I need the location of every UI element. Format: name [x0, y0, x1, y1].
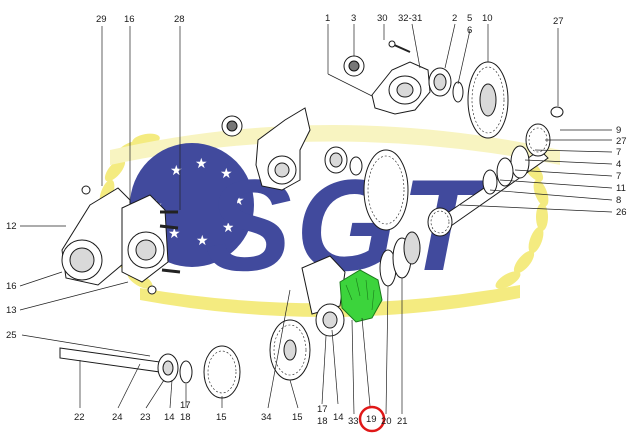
svg-text:★: ★ [220, 166, 233, 182]
callout-19: 19 [366, 414, 377, 425]
leader-lines [19, 23, 613, 415]
callout-20: 20 [381, 416, 392, 427]
part-10-ring-gear [467, 61, 509, 139]
part-bearing-mid [324, 146, 363, 176]
part-1-housing [371, 61, 431, 115]
callout-30: 30 [377, 13, 388, 24]
callout-25: 25 [6, 330, 17, 341]
svg-text:★: ★ [196, 233, 209, 249]
part-seal-small [221, 115, 243, 137]
callout-8: 8 [616, 195, 621, 206]
euro-stars: ★ ★ ★ ★ ★ ★ ★ ★ [150, 156, 245, 249]
part-22-shaft [59, 347, 161, 373]
part-large-bevel-gear [363, 149, 409, 231]
callout-7a: 7 [616, 147, 621, 158]
part-bearing-17-18 [315, 303, 345, 337]
part-3-seal [343, 55, 365, 77]
callout-18-b: 18 [317, 416, 328, 427]
callout-33: 33 [348, 416, 359, 427]
part-bracket-12 [61, 187, 131, 286]
callout-11: 11 [616, 183, 626, 194]
callout-6: 6 [467, 25, 472, 36]
part-19-pinion-gear-highlighted [339, 269, 383, 323]
callout-10: 10 [482, 13, 493, 24]
callout-16-left: 16 [6, 281, 17, 292]
callout-26: 26 [616, 207, 627, 218]
callout-27-top: 27 [553, 16, 564, 27]
callout-15-b: 15 [292, 412, 303, 423]
part-shaft-right [427, 123, 551, 237]
callout-4: 4 [616, 159, 621, 170]
part-30-bolt [388, 40, 411, 53]
part-bracket-upper [255, 107, 311, 191]
callout-17-a: 17 [180, 400, 191, 411]
callout-17-b: 17 [317, 404, 328, 415]
callout-21: 21 [397, 416, 408, 427]
callout-15-a: 15 [216, 412, 227, 423]
callout-34: 34 [261, 412, 272, 423]
callout-27-right: 27 [616, 136, 627, 147]
callout-23: 23 [140, 412, 151, 423]
svg-text:★: ★ [195, 156, 208, 172]
svg-text:★: ★ [232, 193, 245, 209]
callout-5: 5 [467, 13, 472, 24]
part-5-6-washer [452, 81, 464, 103]
part-15-bevel-gear-center [269, 319, 311, 381]
callout-1: 1 [325, 13, 330, 24]
part-27-snap-ring [550, 106, 564, 118]
callout-14-a: 14 [164, 412, 175, 423]
part-bolts-left [81, 185, 181, 295]
callout-24: 24 [112, 412, 123, 423]
part-15-bevel-gear-left [203, 345, 241, 399]
callout-12: 12 [6, 221, 17, 232]
svg-text:★: ★ [170, 163, 183, 179]
callout-32-31: 32-31 [398, 13, 422, 24]
callout-7b: 7 [616, 171, 621, 182]
highlight-circle-19 [358, 405, 386, 433]
callout-14-b: 14 [333, 412, 344, 423]
part-20-21-rings [379, 231, 421, 287]
svg-text:★: ★ [168, 226, 181, 242]
callout-labels: 1 3 30 32-31 2 5 6 10 27 29 16 28 9 27 7… [6, 13, 627, 427]
callout-13: 13 [6, 305, 17, 316]
swoosh-bottom [140, 285, 520, 318]
callout-3: 3 [351, 13, 356, 24]
swoosh-top [110, 125, 560, 165]
callout-22: 22 [74, 412, 85, 423]
callout-28: 28 [174, 14, 185, 25]
callout-29: 29 [96, 14, 107, 25]
part-23-24-bearing [157, 353, 193, 384]
svg-text:★: ★ [222, 220, 235, 236]
callout-18-a: 18 [180, 412, 191, 423]
callout-2: 2 [452, 13, 457, 24]
part-2-bearing [428, 67, 452, 97]
part-bracket-13 [121, 194, 169, 283]
callout-9: 9 [616, 125, 621, 136]
callout-16-top: 16 [124, 14, 135, 25]
